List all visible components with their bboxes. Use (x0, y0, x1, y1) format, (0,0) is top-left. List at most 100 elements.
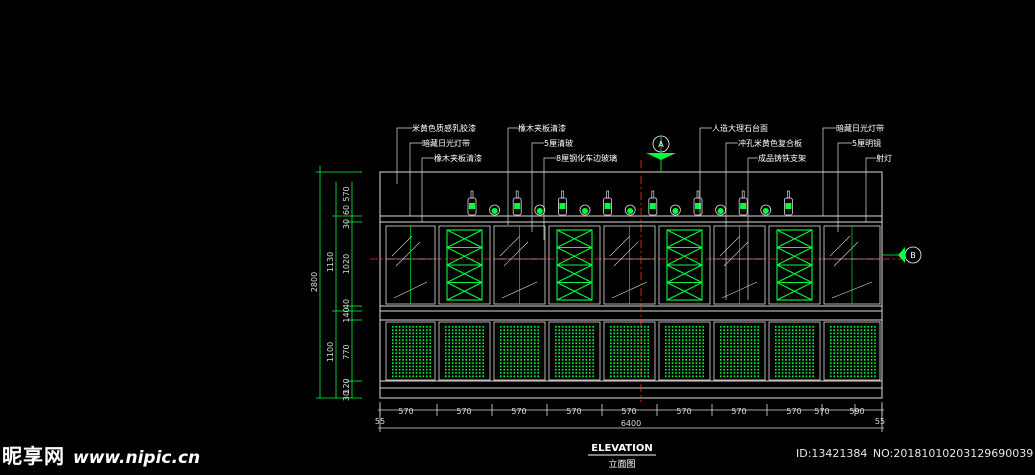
perforation (479, 335, 481, 338)
perforation (836, 329, 839, 331)
perforation (575, 375, 577, 378)
perforation (623, 372, 626, 374)
perforation (688, 368, 691, 371)
perforation (853, 342, 856, 345)
perforation (785, 326, 787, 328)
perforation (561, 335, 564, 338)
perforation (527, 372, 529, 374)
perforation (812, 368, 814, 371)
label-mirror: 5厘明镜 (852, 138, 881, 148)
perforation (740, 365, 742, 368)
perforation (630, 342, 632, 345)
perforation (405, 335, 408, 338)
perforation (781, 329, 784, 331)
perforation (830, 365, 832, 368)
perforation (613, 339, 615, 341)
perforation (402, 332, 404, 335)
vertical-dimension-lines (316, 166, 362, 399)
perforation (585, 368, 588, 371)
perforation (445, 345, 447, 348)
perforation (720, 362, 722, 364)
perforation (781, 368, 784, 371)
perforation (520, 326, 522, 328)
wine-rack-brace (666, 229, 703, 248)
perforation (623, 349, 626, 351)
perforation (468, 372, 471, 374)
perforation (743, 335, 746, 338)
perforation (809, 368, 811, 371)
perforation (830, 375, 832, 378)
perforation (623, 375, 626, 378)
perforation (429, 329, 431, 331)
perforation (592, 349, 594, 351)
perforation (757, 329, 759, 331)
perforation (857, 339, 859, 341)
perforation (445, 329, 447, 331)
perforation (692, 359, 694, 361)
perforation (864, 326, 866, 328)
perforation (795, 372, 797, 374)
perforation (874, 355, 876, 358)
perforation (805, 372, 808, 374)
dim-v-60: 60 (342, 205, 351, 215)
perforation (429, 355, 431, 358)
perforation (475, 375, 478, 378)
perforation (695, 335, 698, 338)
perforation (775, 329, 777, 331)
perforation (733, 345, 736, 348)
perforation (398, 326, 401, 328)
perforation (613, 372, 615, 374)
perforation (809, 362, 811, 364)
perforation (730, 342, 732, 345)
perforation (781, 326, 784, 328)
perforation (392, 326, 394, 328)
perforation (479, 349, 481, 351)
dim-edge-left: 55 (375, 417, 385, 426)
perforation (836, 352, 839, 354)
wine-rack-brace (446, 229, 483, 248)
perforation (778, 362, 780, 364)
perforation (647, 349, 649, 351)
perforation (513, 375, 516, 378)
perforation (395, 355, 397, 358)
perforation (503, 349, 505, 351)
perforation (692, 342, 694, 345)
perforation (630, 368, 632, 371)
perforation (520, 362, 522, 364)
perforation (402, 362, 404, 364)
perforation (472, 375, 474, 378)
perforation (688, 352, 691, 354)
perforation (448, 365, 450, 368)
glass-bowl (670, 204, 681, 216)
perforation (422, 329, 425, 331)
perforation (578, 352, 581, 354)
perforation (750, 335, 753, 338)
perforation (737, 368, 739, 371)
perforation (482, 355, 484, 358)
perforation (419, 339, 421, 341)
perforation (685, 372, 687, 374)
perforation (692, 339, 694, 341)
perforation (398, 375, 401, 378)
perforation (853, 365, 856, 368)
perforation (798, 372, 801, 374)
perforation (451, 349, 454, 351)
perforation (775, 342, 777, 345)
perforation (445, 342, 447, 345)
perforation (864, 349, 866, 351)
perforation (402, 349, 404, 351)
perforation (395, 349, 397, 351)
perforation (445, 375, 447, 378)
perforation (465, 355, 467, 358)
perforation (395, 365, 397, 368)
perforation (422, 352, 425, 354)
perforation (682, 362, 684, 364)
perforation (740, 368, 742, 371)
perforation (419, 372, 421, 374)
perforation (448, 372, 450, 374)
perforation (802, 349, 804, 351)
perforation (426, 362, 428, 364)
perforation (843, 355, 846, 358)
perforation (633, 342, 636, 345)
watermark-no-label: NO:20181010203129690039 (872, 447, 1034, 460)
